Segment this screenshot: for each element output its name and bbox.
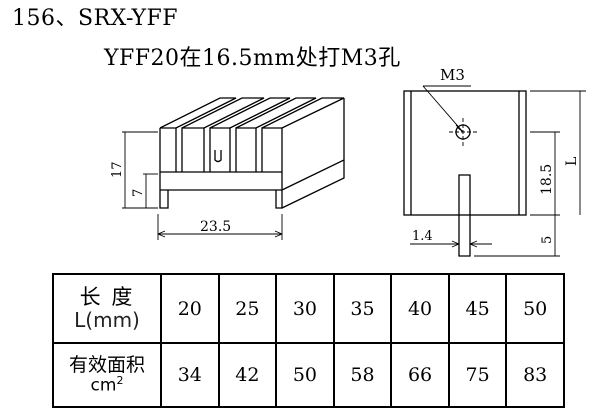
dim-18-5-label: 18.5 [539, 164, 555, 195]
area-unit-exponent: 2 [116, 374, 124, 388]
side-view-dimensions [122, 131, 283, 240]
front-view-dimensions [410, 85, 586, 257]
table-row-length: 长 度 L(mm) 20 25 30 35 40 45 50 [52, 272, 565, 345]
dim-1-4-label: 1.4 [412, 229, 433, 244]
dim-23-5-label: 23.5 [200, 219, 231, 235]
area-cell: 50 [275, 342, 335, 408]
drilling-note: YFF20在16.5mm处打M3孔 [104, 46, 401, 71]
length-header-label: 长 度 [79, 285, 135, 310]
length-cell: 20 [160, 272, 220, 345]
dim-17-label: 17 [110, 161, 125, 178]
spec-table: 长 度 L(mm) 20 25 30 35 40 45 50 有效面积 cm2 … [52, 272, 565, 408]
area-cell: 42 [217, 342, 278, 408]
area-header-cell: 有效面积 cm2 [52, 342, 162, 408]
dim-5-label: 5 [540, 236, 555, 244]
dim-7-label: 7 [131, 189, 146, 197]
length-header-cell: 长 度 L(mm) [52, 272, 162, 345]
m3-hole-label: M3 [440, 66, 465, 84]
area-header-unit: cm2 [54, 374, 160, 397]
length-header-unit: L(mm) [74, 308, 140, 333]
area-cell: 66 [390, 342, 450, 408]
length-cell: 25 [217, 272, 278, 345]
length-cell: 35 [332, 272, 393, 345]
length-cell: 45 [447, 272, 508, 345]
area-header-label: 有效面积 [68, 353, 145, 376]
area-cell: 75 [447, 342, 508, 408]
heatsink-side-view [159, 97, 345, 209]
product-title: 156、SRX-YFF [12, 6, 179, 31]
dim-L-label: L [564, 157, 580, 166]
length-cell: 30 [275, 272, 335, 345]
area-cell: 34 [160, 342, 220, 408]
area-cell: 83 [505, 342, 565, 408]
length-cell: 50 [505, 272, 565, 345]
table-row-area: 有效面积 cm2 34 42 50 58 66 75 83 [52, 342, 565, 408]
area-cell: 58 [332, 342, 393, 408]
length-cell: 40 [390, 272, 450, 345]
area-unit-text: cm [90, 376, 117, 397]
